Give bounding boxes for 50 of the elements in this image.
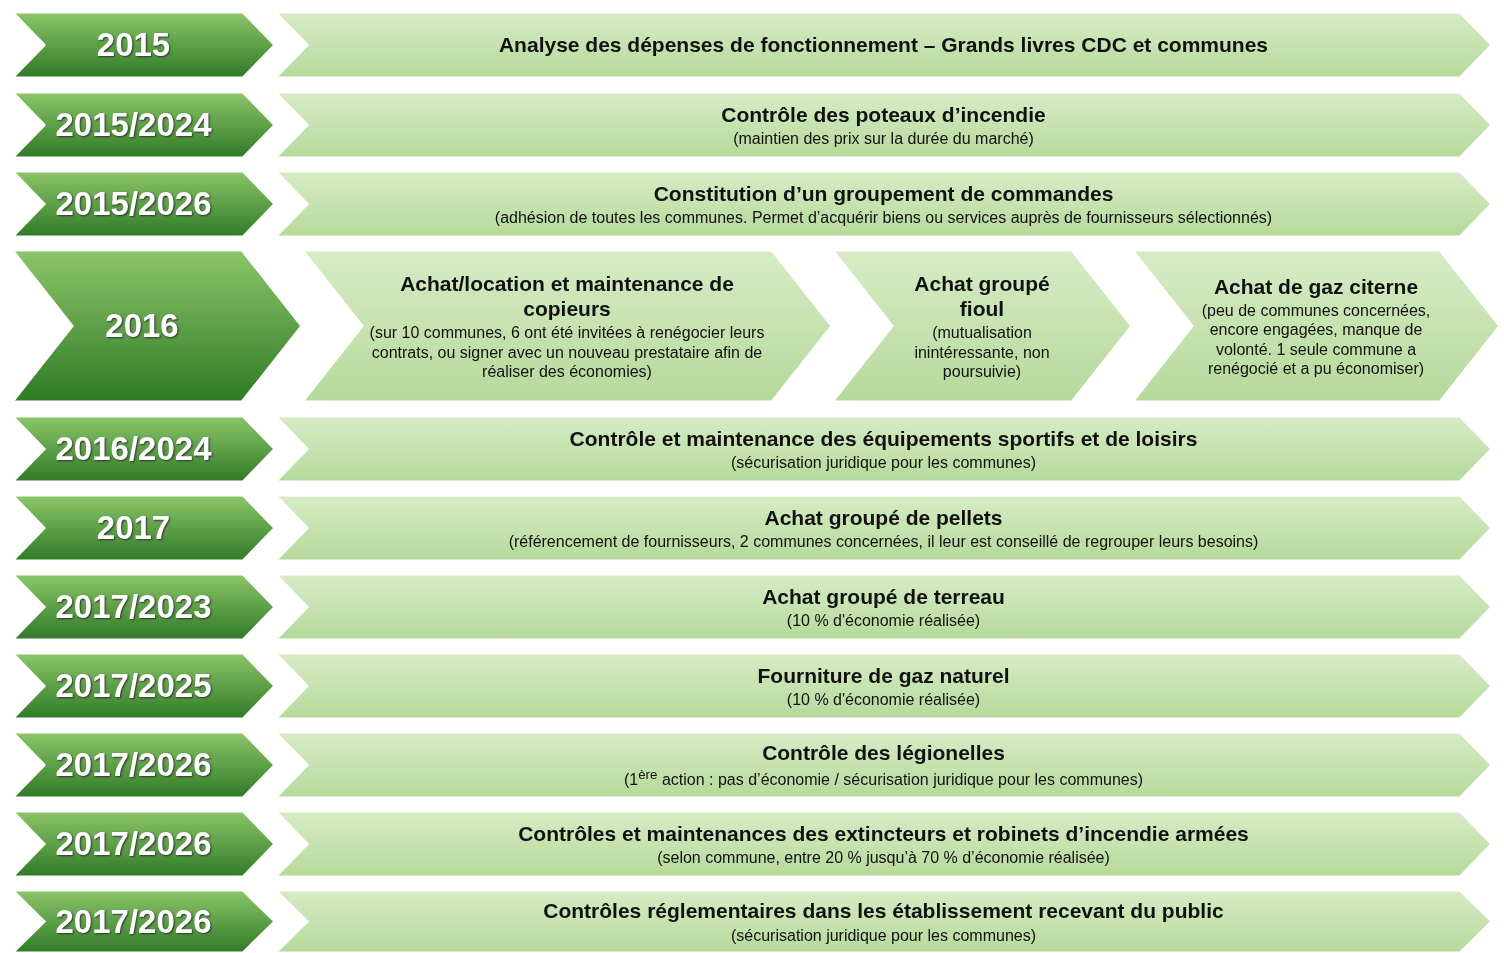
step-title: Fourniture de gaz naturel (757, 662, 1010, 688)
year-banner (12, 811, 275, 877)
step-title: Contrôle des légionelles (762, 740, 1005, 766)
step-title: Achat de gaz citerne (1213, 274, 1419, 300)
step-title: Achat groupé de pellets (764, 504, 1003, 530)
year-label: 2017/2023 (55, 588, 212, 626)
step-title: Constitution d’un groupement de commandes (653, 180, 1114, 206)
step-description: (sécurisation juridique pour les communes) (731, 453, 1036, 473)
step-description: (mutualisation inintéressante, non poursuivie) (913, 323, 1051, 381)
step-banner (302, 250, 832, 402)
step-description: (10 % d'économie réalisée) (786, 611, 981, 631)
year-label: 2016 (105, 307, 179, 345)
year-label: 2015 (96, 26, 171, 64)
year-banner (12, 890, 275, 953)
step-description: (maintien des prix sur la durée du marché) (733, 129, 1034, 149)
year-label: 2016/2024 (55, 430, 212, 468)
step-title: Contrôle des poteaux d’incendie (721, 101, 1046, 127)
year-label: 2017/2026 (55, 902, 212, 941)
step-description: (sur 10 communes, 6 ont été invitées à renégocier leurs contrats, ou signer avec un nouveau prestataire afin de réaliser des économies) (368, 323, 766, 381)
year-banner (12, 732, 275, 798)
step-title: Achat groupé de terreau (762, 583, 1005, 609)
step-title: Contrôle et maintenance des équipements sportifs et de loisirs (569, 425, 1198, 451)
step-description: (10 % d'économie réalisée) (786, 690, 981, 710)
year-banner (12, 250, 302, 402)
step-description: (peu de communes concernées, encore engagées, manque de volonté. 1 seule commune a renégocié et a pu économiser) (1200, 301, 1432, 378)
year-label: 2015/2026 (55, 185, 212, 223)
year-banner (12, 171, 275, 237)
step-title: Contrôles réglementaires dans les établissement recevant du public (543, 898, 1224, 924)
step-banner (832, 250, 1132, 402)
step-description: (sécurisation juridique pour les communes) (731, 925, 1036, 945)
step-description: (adhésion de toutes les communes. Permet d’acquérir biens ou services auprès de fournisseurs sélectionnés) (494, 208, 1273, 228)
year-label: 2017/2026 (55, 825, 212, 863)
year-label: 2017/2026 (55, 746, 212, 784)
step-title: Contrôles et maintenances des extincteurs et robinets d’incendie armées (518, 820, 1249, 846)
year-label: 2017/2025 (55, 667, 212, 705)
step-description: (selon commune, entre 20 % jusqu’à 70 % d’économie réalisée) (657, 848, 1110, 868)
year-label: 2015/2024 (55, 106, 212, 144)
year-banner (12, 653, 275, 719)
step-title: Analyse des dépenses de fonctionnement – Grands livres CDC et communes (498, 32, 1269, 58)
year-banner (12, 12, 275, 78)
step-description: (1$^{ère}$ action : pas d’économie / sécurisation juridique pour les communes) (623, 767, 1144, 790)
year-label: 2017 (96, 509, 171, 547)
step-banner (1132, 250, 1500, 402)
year-banner (12, 574, 275, 640)
step-description: (référencement de fournisseurs, 2 communes concernées, il leur est conseillé de regrouper leurs besoins) (508, 532, 1259, 552)
step-title: Achat groupé fioul (913, 271, 1051, 322)
year-banner (12, 495, 275, 561)
year-banner (12, 416, 275, 482)
year-banner (12, 92, 275, 158)
step-title: Achat/location et maintenance de copieurs (399, 271, 735, 322)
